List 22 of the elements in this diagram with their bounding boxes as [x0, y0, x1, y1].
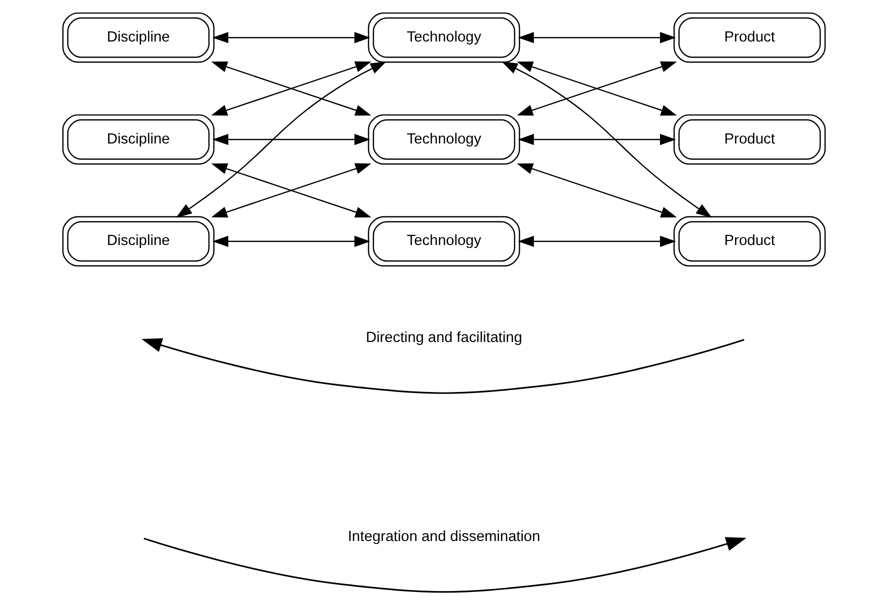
arrow [518, 32, 676, 44]
node-box: Discipline [62, 114, 214, 165]
arrow [516, 61, 677, 116]
arrow [212, 134, 370, 146]
arrow [516, 163, 677, 218]
arrow [518, 134, 676, 146]
node-box: Product [674, 114, 826, 165]
arrow [211, 61, 372, 116]
arrow [176, 61, 386, 218]
node-box: Product [674, 12, 826, 63]
node-box: Discipline [62, 216, 214, 266]
arrow [212, 236, 370, 247]
node-box: Technology [368, 114, 520, 165]
label: Directing and facilitating [366, 330, 522, 346]
node-box: Discipline [62, 12, 214, 63]
arrow [212, 32, 370, 44]
label: Integration and dissemination [348, 528, 540, 545]
node-box: Product [674, 216, 826, 266]
arrow [502, 61, 712, 218]
arrow [518, 236, 676, 247]
node-box: Technology [368, 216, 520, 266]
node-box: Technology [368, 12, 520, 63]
